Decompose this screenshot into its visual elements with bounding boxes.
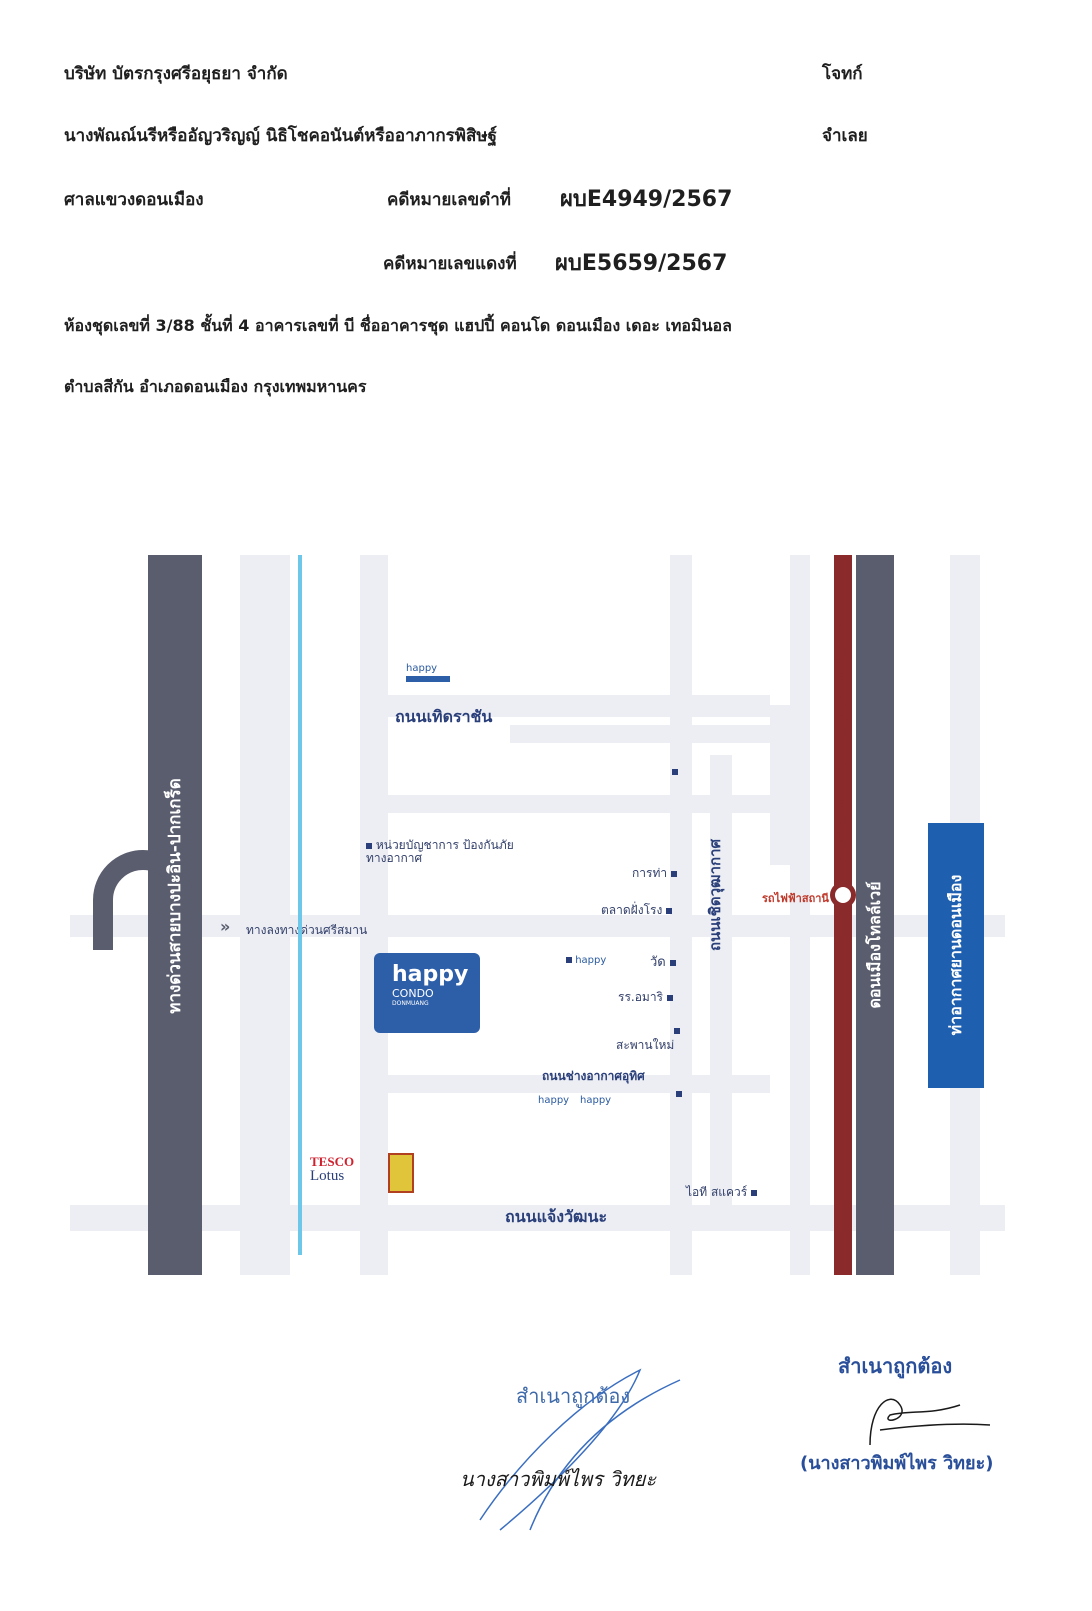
bigc-logo-icon bbox=[388, 1153, 414, 1193]
road-center-label: ถนนเชิดวุฒากาศ bbox=[706, 838, 724, 952]
canal-line bbox=[298, 555, 302, 1255]
happy-logo-mid: happy bbox=[566, 955, 606, 966]
expressway-loop bbox=[93, 850, 193, 960]
right-cert-text: สำเนาถูกต้อง bbox=[838, 1354, 953, 1378]
court-name: ศาลแขวงดอนเมือง bbox=[64, 190, 204, 210]
happy-condo-text: CONDO bbox=[392, 987, 434, 1000]
lotus-text: Lotus bbox=[310, 1168, 345, 1184]
defendant: นางพัณณ์นรีหรืออัญวริญญ์ นิธิโชคอนันต์หร… bbox=[64, 126, 497, 146]
map-background bbox=[70, 555, 1005, 1275]
tollway-road bbox=[856, 555, 894, 1275]
landmark-school: รร.อมาริ bbox=[618, 988, 673, 1007]
right-printed-name: (นางสาวพิมพ์ไพร วิทยะ) bbox=[800, 1453, 994, 1474]
landmark-karn: การท่า bbox=[632, 864, 677, 883]
expressway-label: ทางด่วนสายบางปะอิน-ปากเกร็ด bbox=[165, 778, 185, 1014]
tollway-label: ดอนเมืองโทลล์เวย์ bbox=[865, 881, 884, 1009]
happy-sub-text: DONMUANG bbox=[392, 1000, 429, 1007]
landmark-marker-icon bbox=[676, 1091, 682, 1097]
red-case-label: คดีหมายเลขแดงที่ bbox=[383, 254, 517, 274]
left-cert-text: สำเนาถูกต้อง bbox=[516, 1384, 631, 1408]
landmark-marker-icon bbox=[672, 769, 678, 775]
happy-logo-top-text: happy bbox=[406, 663, 438, 674]
defendant-role: จำเลย bbox=[822, 126, 868, 146]
landmark-marker-icon bbox=[674, 1028, 680, 1034]
property-line: ห้องชุดเลขที่ 3/88 ชั้นที่ 4 อาคารเลขที่… bbox=[64, 316, 732, 335]
red-case-number: ผบE5659/2567 bbox=[555, 251, 728, 276]
rail-line-label: รถไฟฟ้าสายสีแดงเข้มบอนาด (ธรรมศาสตร์-มหา… bbox=[836, 613, 849, 865]
rail-line bbox=[834, 555, 852, 1275]
station-marker-icon bbox=[830, 882, 856, 908]
landmark-temple: วัด bbox=[650, 951, 676, 972]
road-north-label: ถนนเทิดราชัน bbox=[395, 707, 493, 726]
exit-arrows-icon: » bbox=[220, 917, 231, 936]
plaintiff: บริษัท บัตรกรุงศรีอยุธยา จำกัด bbox=[64, 64, 288, 84]
happy-main-text: happy bbox=[392, 962, 469, 987]
location-line: ตำบลสีกัน อำเภอดอนเมือง กรุงเทพมหานคร bbox=[64, 377, 367, 396]
airport-box bbox=[928, 823, 984, 1088]
landmark-marker-icon bbox=[366, 842, 372, 849]
airport-label: ท่าอากาศยานดอนเมือง bbox=[946, 874, 965, 1036]
plaintiff-role: โจทก์ bbox=[822, 64, 863, 84]
location-map: ทางด่วนสายบางปะอิน-ปากเกร็ด » ทางลงทางด่… bbox=[70, 555, 1005, 1275]
station-label: รถไฟฟ้าสถานี bbox=[762, 892, 829, 905]
landmark-disaster-center: หน่วยบัญชาการ ป้องกันภัยทางอากาศ bbox=[366, 838, 514, 865]
left-handwritten-name: นางสาวพิมพ์ไพร วิทยะ bbox=[460, 1467, 657, 1491]
happy-condo2-logo: happy bbox=[580, 1095, 612, 1106]
black-case-number: ผบE4949/2567 bbox=[560, 187, 733, 212]
happy-logo-top-bar bbox=[406, 676, 450, 682]
expressway-exit-label: ทางลงทางด่วนศรีสมาน bbox=[246, 923, 368, 937]
happy-condo-main-logo: happy CONDO DONMUANG bbox=[374, 953, 480, 1033]
happy-logo-top: happy bbox=[406, 663, 450, 685]
tesco-lotus-logo: TESCO Lotus bbox=[310, 1154, 355, 1184]
tesco-text: TESCO bbox=[310, 1154, 355, 1169]
right-signature-icon bbox=[869, 1398, 991, 1446]
landmark-bridge: สะพานใหม่ bbox=[616, 1038, 675, 1052]
road-south-label: ถนนแจ้งวัฒนะ bbox=[505, 1207, 608, 1226]
left-signature-icon bbox=[479, 1368, 681, 1531]
road-mid-label: ถนนช่างอากาศอุทิศ bbox=[542, 1069, 645, 1083]
landmark-it-square: ไอที สแควร์ bbox=[686, 1183, 758, 1202]
landmark-market: ตลาดฝั่งโรง bbox=[601, 901, 673, 920]
happy-home-logo: happy bbox=[538, 1095, 570, 1106]
black-case-label: คดีหมายเลขดำที่ bbox=[387, 190, 511, 210]
